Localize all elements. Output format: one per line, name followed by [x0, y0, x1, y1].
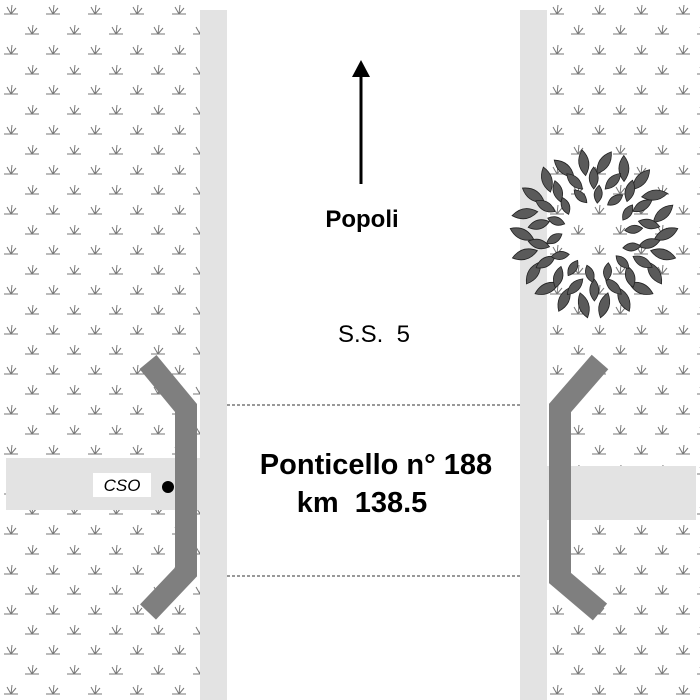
tree-leaf	[598, 292, 611, 319]
road-label: S.S. 5	[338, 321, 410, 348]
tree-leaf	[527, 219, 551, 230]
road-shoulder-right	[520, 10, 547, 700]
parapet-left	[139, 354, 197, 620]
direction-label: Popoli	[325, 206, 398, 233]
tree-leaf	[607, 194, 624, 206]
tree-leaf	[632, 255, 653, 268]
tree-leaf	[585, 264, 595, 283]
tree-leaf	[593, 184, 603, 204]
bridge-km-label: km 138.5	[297, 487, 428, 519]
tree-leaf	[578, 149, 590, 177]
tree-leaf	[547, 216, 566, 226]
side-strip-right	[547, 466, 696, 520]
tree-leaf	[622, 204, 634, 221]
tree-leaf	[573, 189, 588, 204]
tree-leaf	[546, 233, 563, 245]
tree-leaf	[566, 173, 583, 190]
tree-leaf	[511, 208, 539, 220]
tree-leaf	[649, 248, 677, 261]
tree-leaf	[550, 251, 570, 260]
road-shoulder-left	[200, 10, 227, 700]
tree-leaf	[552, 180, 563, 203]
tree-leaf	[637, 218, 661, 230]
tree-leaf	[641, 189, 669, 201]
bridge-name-label: Ponticello n° 188	[260, 449, 492, 481]
tree-leaf	[511, 248, 539, 261]
tree-leaf	[603, 262, 612, 282]
tree-leaf	[604, 173, 622, 190]
tree-leaf	[632, 199, 653, 213]
arrow-up-icon	[352, 60, 370, 184]
tree-leaf	[527, 238, 551, 250]
tree-leaf	[541, 166, 553, 193]
tree-leaf	[624, 224, 644, 234]
tree-leaf	[535, 200, 556, 213]
tree-leaf	[567, 259, 579, 277]
parapet-right	[549, 354, 609, 621]
tree-leaf	[624, 179, 635, 203]
tree-leaf	[618, 154, 630, 183]
tree-canopy-icon	[509, 149, 679, 319]
tree-leaf	[553, 265, 564, 289]
tree-leaf	[566, 278, 584, 295]
tree-leaf	[615, 255, 630, 269]
cso-label: CSO	[104, 476, 141, 495]
tree-leaf	[577, 292, 590, 319]
tree-leaf	[589, 278, 600, 302]
cso-label-bg	[93, 473, 151, 497]
road-surface	[227, 10, 520, 700]
dot-icon	[162, 481, 174, 493]
tree-leaf	[622, 242, 642, 252]
tree-leaf	[560, 196, 571, 215]
tree-leaf	[588, 166, 599, 190]
